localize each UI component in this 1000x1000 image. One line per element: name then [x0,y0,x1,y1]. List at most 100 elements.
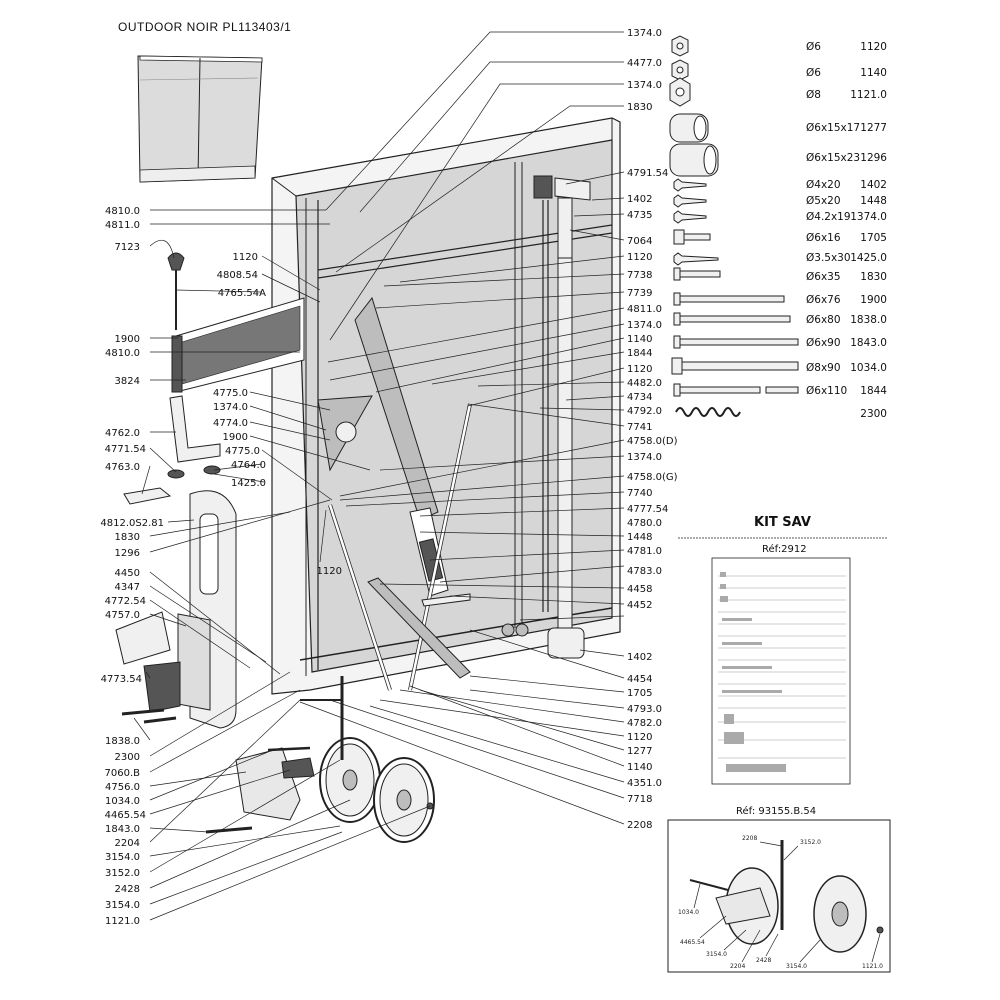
callout-label: 7739 [627,288,652,299]
bolt-icon [673,267,721,281]
hex-bolt-icon [673,229,711,245]
table-half-panel [271,117,621,695]
spring-icon [675,407,741,417]
callout-label: 4775.0 [213,388,248,399]
callout-label: 4777.54 [627,504,668,515]
hardware-size: Ø4x20 [806,179,841,191]
callout-label: 1034.0 [105,796,140,807]
callout-label: 4763.0 [105,462,140,473]
wood-screw-icon [673,194,707,208]
hardware-size: Ø6x110 [806,385,847,397]
callout-label: 1120 [627,732,652,743]
pedal-parts [121,708,315,834]
callout-label: 1121.0 [105,916,140,927]
hardware-ref: 1838.0 [850,314,887,326]
hardware-ref: 1425.0 [850,252,887,264]
wheel-kit-label: 2204 [730,963,745,970]
callout-label: 1705 [627,688,652,699]
callout-label: 1900 [223,432,248,443]
callout-label: 1374.0 [627,320,662,331]
wheel-kit-label: 2208 [742,835,757,842]
hardware-size: Ø6x15x17 [806,122,860,134]
kit-sav: KIT SAV Réf:2912 [678,515,888,785]
hardware-ref: 1844 [860,385,887,397]
callout-label: 4458 [627,584,652,595]
bolt-icon [673,383,799,397]
callout-label: 1448 [627,532,652,543]
callout-label: 4758.0(G) [627,472,678,483]
nut-icon [669,77,691,107]
kit-sav-thumb-icons [720,572,786,772]
hardware-ref: 1296 [860,152,887,164]
callout-label: 1277 [627,746,652,757]
callout-label: 4774.0 [213,418,248,429]
hardware-ref: 1277 [860,122,887,134]
callout-label: 4808.54 [217,270,258,281]
table-thumbnail [137,55,263,183]
hardware-ref: 1900 [860,294,887,306]
callout-label: 7738 [627,270,652,281]
callout-label: 4351.0 [627,778,662,789]
callout-label: 4735 [627,210,652,221]
callout-label: 4773.54 [101,674,142,685]
side-cover [115,490,237,729]
hardware-size: Ø6x90 [806,337,841,349]
hex-bolt-icon [671,357,799,375]
callout-label: 3824 [115,376,140,387]
callout-label: 1425.0 [231,478,266,489]
callout-label: 1374.0 [627,80,662,91]
callout-label: 4791.54 [627,168,668,179]
callout-label: 1120 [627,252,652,263]
callout-label: 7123 [115,242,140,253]
lock-nut-icon [671,59,689,81]
wheel-assembly [300,676,435,843]
callout-label: 1900 [115,334,140,345]
callout-label: 1838.0 [105,736,140,747]
callout-label: 4792.0 [627,406,662,417]
callout-label: 7741 [627,422,652,433]
callout-label: 4780.0 [627,518,662,529]
hardware-size: Ø6x16 [806,232,841,244]
callout-label: 1120 [233,252,258,263]
callout-label: 7740 [627,488,652,499]
callout-label: 1830 [627,102,652,113]
callout-label: 4757.0 [105,610,140,621]
hardware-size: Ø6x80 [806,314,841,326]
wheel-kit-label: 3154.0 [786,963,807,970]
hardware-ref: 1830 [860,271,887,283]
callout-label: 4811.0 [105,220,140,231]
hardware-ref: 1374.0 [850,211,887,223]
hardware-size: Ø6x76 [806,294,841,306]
hardware-size: Ø4.2x19 [806,211,851,223]
callout-label: 3154.0 [105,900,140,911]
hardware-size: Ø6x35 [806,271,841,283]
wheel-kit-label: 1121.0 [862,963,883,970]
bolt-icon [673,335,799,349]
callout-label: 4812.0S2.81 [100,518,164,529]
hardware-ref: 1034.0 [850,362,887,374]
leader-lines-right [299,31,625,825]
hardware-ref: 1843.0 [850,337,887,349]
hardware-ref: 1140 [860,67,887,79]
diagram-title: OUTDOOR NOIR PL113403/1 [118,20,291,34]
hardware-ref: 1448 [860,195,887,207]
hardware-ref: 1121.0 [850,89,887,101]
callout-label: 4772.54 [105,596,146,607]
callout-label: 2204 [115,838,140,849]
callout-label: 1140 [627,334,652,345]
wood-screw-icon [673,178,707,192]
hardware-size: Ø5x20 [806,195,841,207]
net-post-parts [123,395,221,505]
callout-label: 1402 [627,652,652,663]
callout-label: 4775.0 [225,446,260,457]
bolt-icon [673,312,791,326]
hardware-size: Ø6 [806,41,821,53]
callout-label: 4764.0 [231,460,266,471]
callout-label: 4771.54 [105,444,146,455]
callout-label: 7718 [627,794,652,805]
callout-label: 1140 [627,762,652,773]
callout-label: 1374.0 [213,402,248,413]
callout-label: 4482.0 [627,378,662,389]
callout-label: 1843.0 [105,824,140,835]
